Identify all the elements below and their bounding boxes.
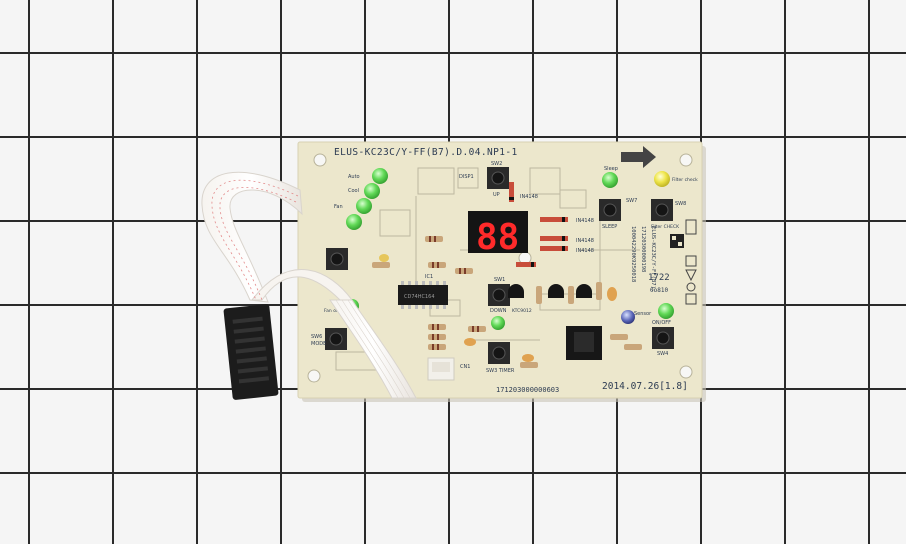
label-sw3: SW3 TIMER (486, 368, 515, 374)
led-fan (356, 198, 372, 214)
label-onoff: ON/OFF (652, 320, 671, 326)
switch-mode (325, 328, 347, 350)
diodes (509, 182, 568, 267)
label-in4148-4: IN4148 (520, 194, 538, 200)
stamp-code-2: 0o810 (650, 287, 668, 294)
label-mode: MODE (311, 341, 326, 347)
serial-number-text: 171203000000603 (496, 386, 559, 394)
label-sw2: SW2 (491, 161, 502, 167)
switches (325, 167, 674, 364)
label-sensor: Sensor (634, 311, 652, 317)
label-cool: Cool (348, 188, 359, 194)
ic-chip (398, 281, 448, 309)
label-ktc: KTC9012 (512, 308, 532, 314)
switch-down (488, 284, 510, 306)
label-sw8: SW8 (675, 201, 686, 207)
ic-name: CD74HC164 (404, 294, 435, 300)
label-in4148-2: IN4148 (576, 238, 594, 244)
switch-onoff (652, 327, 674, 349)
label-filter-check: Filter CHECK (651, 224, 680, 230)
resistors (372, 236, 642, 368)
display-digits: 88 (476, 217, 519, 258)
label-sw4: SW4 (657, 351, 668, 357)
seven-segment-display: 88 (468, 211, 528, 258)
ir-receiver (566, 326, 602, 360)
led-heat (346, 214, 362, 230)
label-auto: Auto (348, 174, 360, 180)
transistors (508, 284, 592, 298)
label-fan-only: Fan only (324, 308, 343, 314)
direction-arrow-icon (621, 146, 656, 168)
switch-fan (326, 248, 348, 270)
led-filter-check (654, 171, 670, 187)
label-sw7: SW7 (626, 198, 637, 204)
label-filter-led: Filter check (672, 177, 698, 183)
switch-up (487, 167, 509, 189)
side-serial-text: 17120300000198 (640, 226, 646, 272)
white-connector (427, 357, 455, 381)
label-cn: CN1 (460, 364, 470, 370)
ribbon-cable (201, 171, 417, 399)
led-column-left (346, 168, 388, 230)
label-sw6: SW6 (311, 334, 322, 340)
switch-sleep (599, 199, 621, 221)
label-fan: Fan (334, 204, 343, 210)
switch-timer (488, 342, 510, 364)
qr-code (670, 234, 684, 248)
led-timer (491, 316, 505, 330)
label-ic1: IC1 (425, 274, 433, 280)
led-sensor (658, 303, 674, 319)
mounting-holes (307, 153, 693, 383)
capacitors (379, 254, 635, 362)
label-in4148-1: IN4148 (576, 218, 594, 224)
stamp-code: 1722 (648, 273, 670, 283)
electrolytic-capacitor (621, 310, 635, 324)
side-code-text: 100042290K9250018 (630, 226, 636, 282)
label-disp: DISP1 (459, 174, 474, 180)
label-down: DOWN (490, 308, 507, 314)
switch-filter (651, 199, 673, 221)
label-sw1: SW1 (494, 277, 505, 283)
led-auto (372, 168, 388, 184)
model-code-text: ELUS-KC23C/Y-FF(B7).D.04.NP1-1 (334, 147, 518, 158)
label-up: UP (493, 192, 500, 198)
date-code-text: 2014.07.26[1.8] (602, 381, 688, 392)
component-outlines (335, 167, 640, 371)
ribbon-connector (223, 304, 279, 400)
label-sleep: SLEEP (602, 224, 617, 230)
side-model-text: ELUS-KC23C/Y-FF(B7). (650, 226, 656, 292)
edge-symbols (685, 219, 697, 305)
led-sleep (602, 172, 618, 188)
led-cool (364, 183, 380, 199)
label-in4148-3: IN4148 (576, 248, 594, 254)
label-sleep-led: Sleep (604, 166, 618, 172)
